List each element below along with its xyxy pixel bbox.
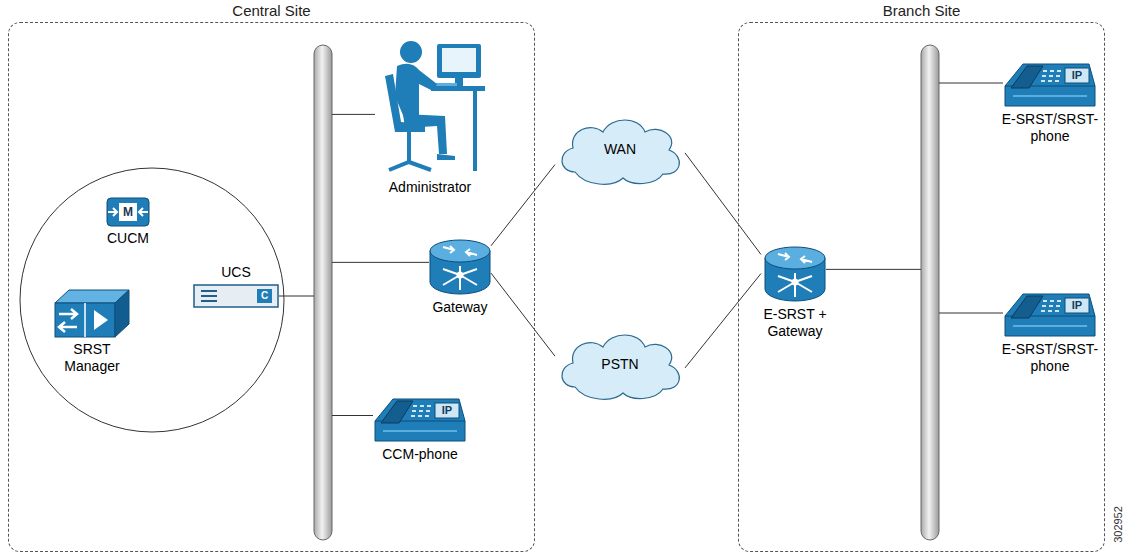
lan-link <box>939 83 1003 84</box>
node-label: SRST Manager <box>57 341 127 375</box>
icon-letter: M <box>119 203 137 221</box>
srst-manager: SRST Manager <box>54 288 130 375</box>
node-label: E-SRST/SRST-phone <box>996 111 1104 145</box>
node-label: WAN <box>604 141 636 158</box>
lan-bus <box>314 45 332 540</box>
network-link <box>685 274 761 368</box>
wan-cloud: WAN <box>555 110 685 188</box>
srst-gateway-router: E-SRST + Gateway <box>761 245 829 340</box>
node-label: E-SRST + Gateway <box>761 306 829 340</box>
node-label: PSTN <box>601 356 638 373</box>
node-label: Administrator <box>389 179 471 196</box>
site-region: Branch SiteE-SRST + GatewayIPE-SRST/SRST… <box>738 22 1105 552</box>
lan-link <box>939 313 1003 314</box>
phone-icon: IP <box>373 393 467 443</box>
router-icon <box>429 238 491 296</box>
network-link <box>491 165 555 246</box>
pstn-cloud: PSTN <box>555 325 685 403</box>
icon-letter: C <box>257 289 272 303</box>
admin-icon <box>375 36 485 176</box>
node-label: CUCM <box>107 230 149 247</box>
lan-link <box>332 262 429 263</box>
phone-icon: IP <box>1003 288 1097 338</box>
ip-phone: IP CCM-phone <box>373 393 467 463</box>
network-link <box>491 273 555 356</box>
cucm-icon: M <box>106 197 150 227</box>
lan-link <box>826 269 921 270</box>
network-link <box>685 153 761 255</box>
ip-phone: IP E-SRST/SRST-phone <box>996 58 1104 145</box>
ip-phone: IP E-SRST/SRST-phone <box>996 288 1104 375</box>
phone-icon: IP <box>1003 58 1097 108</box>
ucs-server: C UCS <box>193 264 279 308</box>
lan-link <box>332 415 373 416</box>
lan-link <box>332 114 375 115</box>
site-title: Branch Site <box>739 2 1104 20</box>
node-label: CCM-phone <box>382 446 457 463</box>
ip-badge: IP <box>1065 68 1089 83</box>
node-label: Gateway <box>432 299 487 316</box>
ip-badge: IP <box>1065 298 1089 313</box>
cucm-server: M CUCM <box>106 197 150 247</box>
site-region: Central SiteMCUCMSRST ManagerCUCSAdminis… <box>8 22 535 552</box>
cluster-circle <box>20 168 284 432</box>
lan-bus <box>921 45 939 540</box>
node-label: E-SRST/SRST-phone <box>996 341 1104 375</box>
ucs-icon: C <box>193 284 279 308</box>
gateway-router: Gateway <box>429 238 491 316</box>
node-label: UCS <box>221 264 251 281</box>
figure-number: 302952 <box>1112 501 1125 549</box>
router-icon <box>764 245 826 303</box>
lan-link <box>279 296 314 297</box>
srst-icon <box>54 288 130 338</box>
administrator-icon: Administrator <box>375 36 485 196</box>
ip-badge: IP <box>435 403 459 418</box>
site-title: Central Site <box>9 2 534 20</box>
